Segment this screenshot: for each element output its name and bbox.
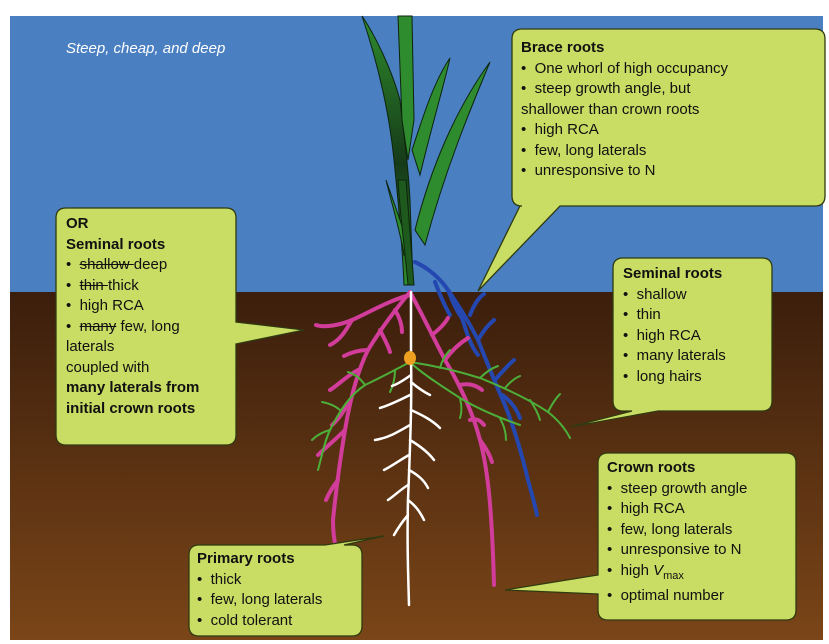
or-label: OR <box>66 214 199 235</box>
primary-item: thick <box>197 570 322 591</box>
seminal-alt-bold: many laterals from <box>66 378 199 399</box>
replacement-text: few, long <box>116 318 179 335</box>
seminal-alt-coupled: coupled with <box>66 358 199 379</box>
seminal-item: high RCA <box>623 326 726 347</box>
brace-title: Brace roots <box>521 38 728 59</box>
seminal-alt-text: OR Seminal roots shallow deep thin thick… <box>66 214 199 419</box>
replacement-text: thick <box>108 277 139 294</box>
crown-item: few, long laterals <box>607 520 747 541</box>
primary-item: few, long laterals <box>197 590 322 611</box>
seminal-item: many laterals <box>623 346 726 367</box>
primary-item: cold tolerant <box>197 611 322 632</box>
seminal-alt-title: Seminal roots <box>66 235 199 256</box>
crown-item: steep growth angle <box>607 479 747 500</box>
brace-item: unresponsive to N <box>521 161 728 182</box>
crown-item: optimal number <box>607 586 747 607</box>
struck-text: thin <box>80 277 108 294</box>
seminal-alt-bold: initial crown roots <box>66 399 199 420</box>
replacement-text: deep <box>134 256 167 273</box>
vmax-sub: max <box>663 570 684 582</box>
seminal-item: long hairs <box>623 367 726 388</box>
crown-item-vmax: high Vmax <box>607 561 747 587</box>
struck-text: shallow <box>80 256 134 273</box>
brace-roots-text: Brace roots One whorl of high occupancy … <box>521 38 728 182</box>
brace-item-continuation: shallower than crown roots <box>521 100 728 121</box>
crown-item: high RCA <box>607 499 747 520</box>
crown-title: Crown roots <box>607 458 747 479</box>
vmax-prefix: high <box>621 562 654 579</box>
seminal-item: shallow <box>623 285 726 306</box>
seminal-item: thin <box>623 305 726 326</box>
caption: Steep, cheap, and deep <box>66 40 225 57</box>
seed <box>404 351 416 365</box>
brace-item: One whorl of high occupancy <box>521 59 728 80</box>
crown-item: unresponsive to N <box>607 540 747 561</box>
crown-roots-text: Crown roots steep growth angle high RCA … <box>607 458 747 607</box>
seminal-alt-item: high RCA <box>66 296 199 317</box>
seminal-alt-item: thin thick <box>66 276 199 297</box>
seminal-title: Seminal roots <box>623 264 726 285</box>
seminal-alt-item: many few, long <box>66 317 199 338</box>
brace-item: high RCA <box>521 120 728 141</box>
vmax-v: V <box>653 562 663 579</box>
brace-item: steep growth angle, but <box>521 79 728 100</box>
seminal-alt-item: shallow deep <box>66 255 199 276</box>
primary-roots-text: Primary roots thick few, long laterals c… <box>197 549 322 631</box>
seminal-alt-continuation: laterals <box>66 337 199 358</box>
struck-text: many <box>80 318 117 335</box>
brace-item: few, long laterals <box>521 141 728 162</box>
primary-title: Primary roots <box>197 549 322 570</box>
seminal-roots-text: Seminal roots shallow thin high RCA many… <box>623 264 726 387</box>
